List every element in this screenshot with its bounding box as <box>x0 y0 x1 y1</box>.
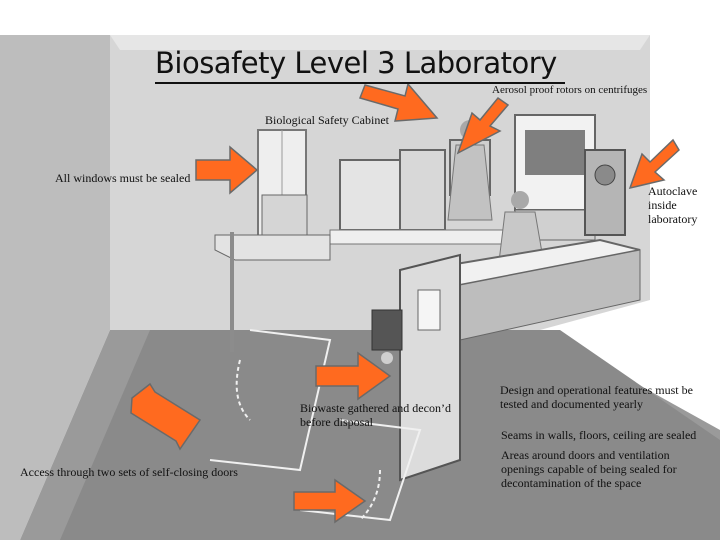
biological-safety-cabinet <box>514 114 596 241</box>
label-biowaste: Biowaste gathered and decon’d before dis… <box>300 401 451 429</box>
label-biological-safety-cabinet: Biological Safety Cabinet <box>265 113 389 127</box>
autoclave <box>584 149 626 236</box>
label-autoclave: Autoclave inside laboratory <box>648 184 698 226</box>
arrow-icon <box>456 96 510 155</box>
label-access-doors: Access through two sets of self-closing … <box>20 465 238 479</box>
label-areas-sealed: Areas around doors and ventilation openi… <box>501 448 677 490</box>
biowaste-container <box>371 309 403 364</box>
title-underline <box>155 82 565 84</box>
page-title: Biosafety Level 3 Laboratory <box>155 46 557 80</box>
label-aerosol-rotors: Aerosol proof rotors on centrifuges <box>492 84 648 96</box>
arrow-icon <box>293 478 367 524</box>
label-seams-sealed: Seams in walls, floors, ceiling are seal… <box>501 428 697 442</box>
arrow-icon <box>359 82 439 122</box>
arrow-icon <box>130 382 202 451</box>
label-design-features: Design and operational features must be … <box>500 383 693 411</box>
door-frame <box>399 253 461 482</box>
label-windows-sealed: All windows must be sealed <box>55 171 191 185</box>
callout-arrows <box>130 82 680 524</box>
arrow-icon <box>628 138 680 190</box>
sink-bench <box>214 194 331 352</box>
arrow-icon <box>315 351 392 401</box>
arrow-icon <box>195 145 259 195</box>
